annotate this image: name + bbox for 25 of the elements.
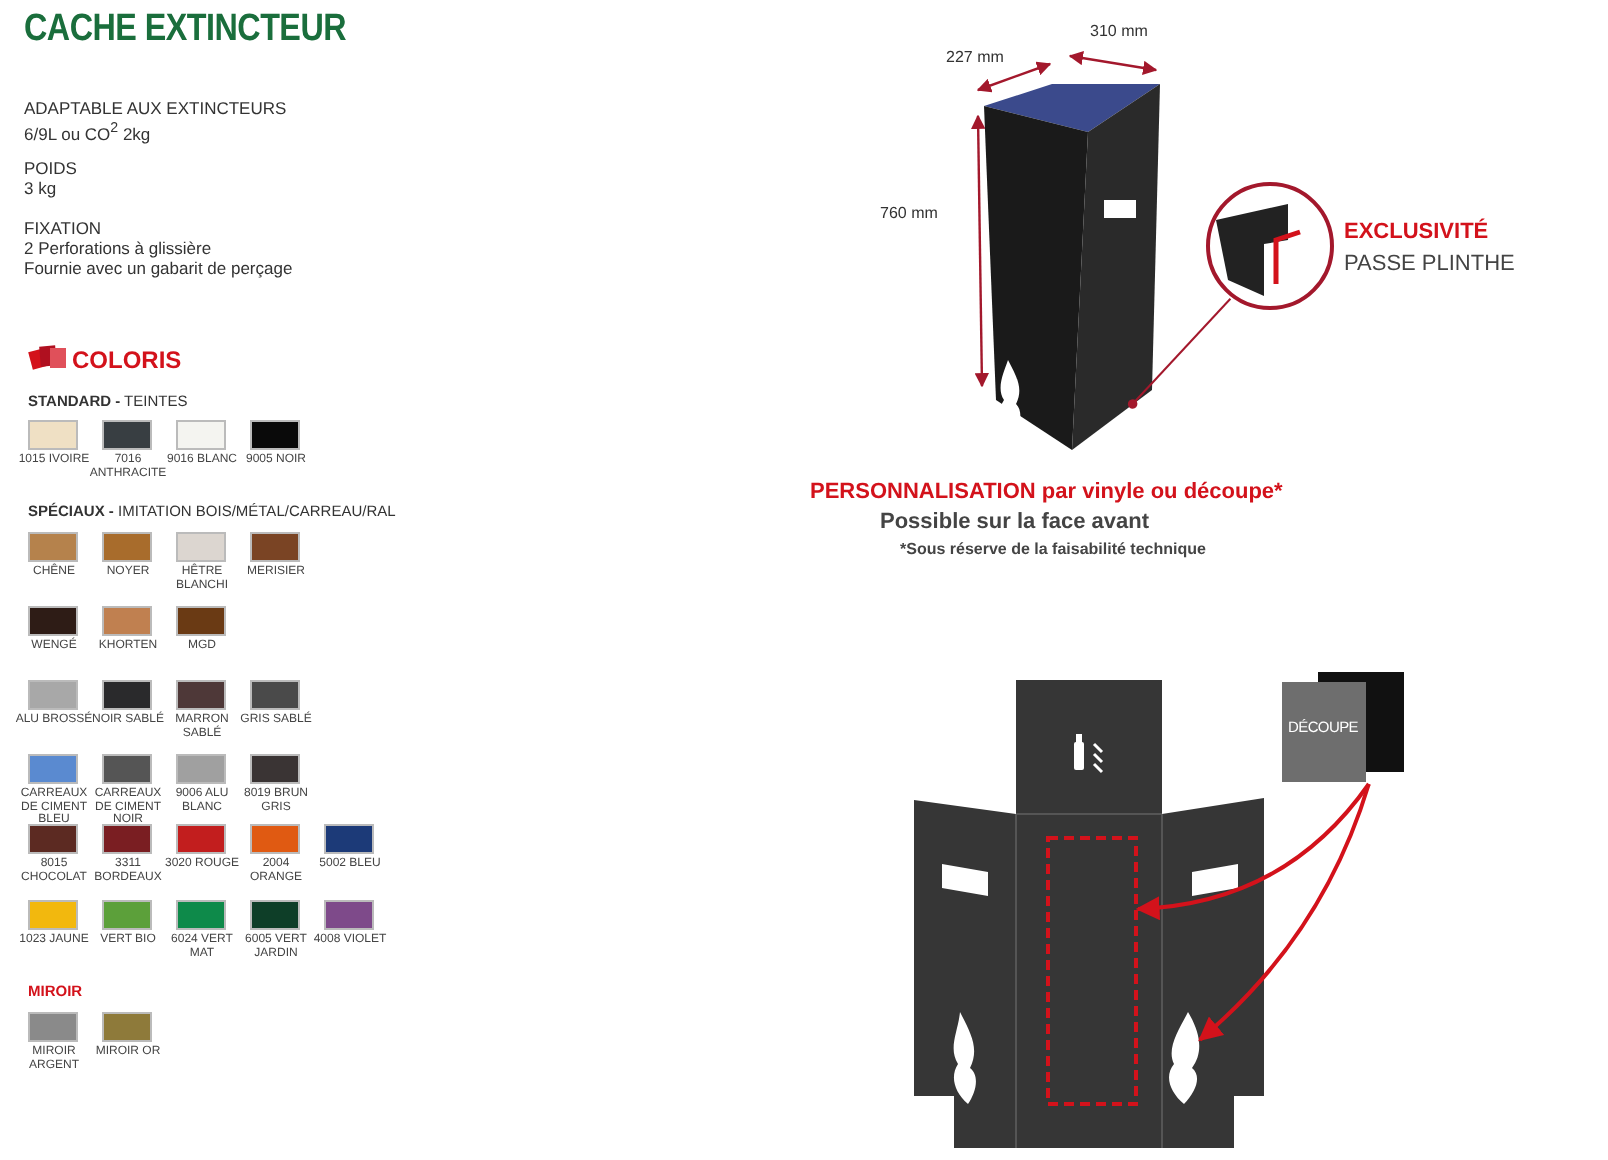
headline-text: PERSONNALISATION par vinyle ou découpe* xyxy=(810,480,1283,506)
title: CACHE EXTINCTEUR xyxy=(24,8,347,52)
flat-pattern-drawing xyxy=(914,676,1266,1148)
highlight-text: PASSE PLINTHE xyxy=(1344,252,1515,278)
spec-text: Fournie avec un gabarit de perçage xyxy=(24,260,293,280)
dimension-label: 310 mm xyxy=(1090,22,1148,41)
dimension-label: 760 mm xyxy=(880,204,938,223)
detail-zoom-circle xyxy=(1204,180,1336,312)
dimension-label: 227 mm xyxy=(946,48,1004,67)
spec-text: 2 Perforations à glissière xyxy=(24,240,212,260)
arrow xyxy=(1135,782,1371,920)
subheadline-text: Possible sur la face avant xyxy=(880,510,1150,536)
spec-text: ADAPTABLE AUX EXTINCTEURS xyxy=(24,100,287,120)
spec-text: 3 kg xyxy=(24,180,57,200)
sample-plate xyxy=(1282,668,1406,784)
spec-text: 6/9L ou CO$^{2}$ 2kg xyxy=(24,120,151,146)
leader-line xyxy=(1127,297,1232,409)
spec-text: POIDS xyxy=(24,160,77,180)
arrow xyxy=(1198,783,1371,1042)
footnote-text: *Sous réserve de la faisabilité technique xyxy=(900,540,1206,559)
highlight-title: EXCLUSIVITÉ xyxy=(1344,220,1489,246)
spec-text: FIXATION xyxy=(24,220,102,240)
flame-cutout xyxy=(1164,1012,1204,1104)
customization-zone xyxy=(1046,836,1138,1106)
section-heading: COLORIS xyxy=(72,348,182,376)
